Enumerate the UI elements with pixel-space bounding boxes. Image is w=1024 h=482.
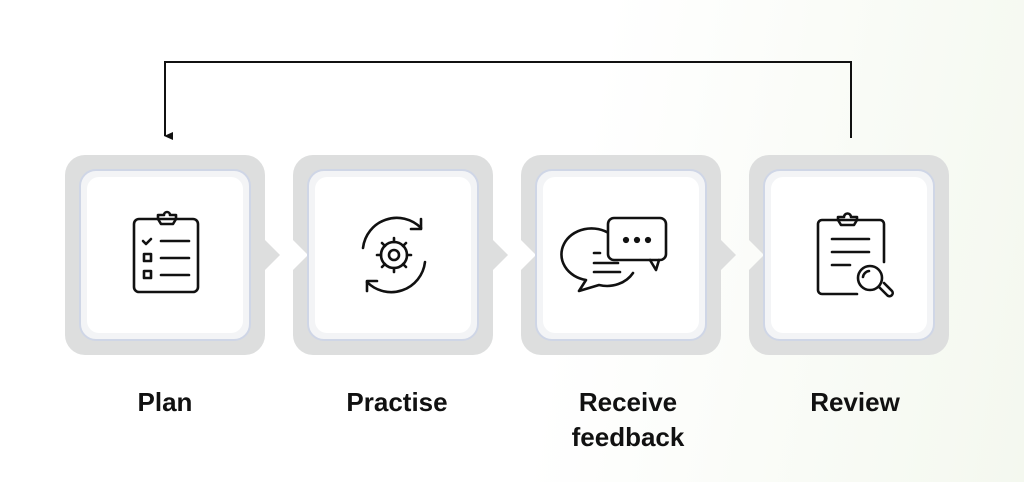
step-label-review: Review: [810, 387, 900, 417]
step-label-line: Receive: [578, 387, 678, 417]
step-receive-feedback-box: [521, 155, 736, 355]
clipboard-magnifier-icon: [816, 212, 894, 298]
step-label-receive-feedback: Receive feedback: [528, 385, 728, 455]
chat-bubbles-icon: [560, 216, 668, 293]
loop-arrow: [164, 61, 852, 140]
step-label-practise: Practise: [346, 387, 448, 417]
clipboard-checklist-icon: [132, 210, 200, 294]
step-label-plan: Plan: [137, 387, 193, 417]
step-plan-box: [65, 155, 280, 355]
step-review-box: [749, 155, 949, 355]
step-practise-box: [293, 155, 508, 355]
gear-cycle-icon: [361, 216, 427, 294]
step-label-line: feedback: [571, 422, 685, 452]
